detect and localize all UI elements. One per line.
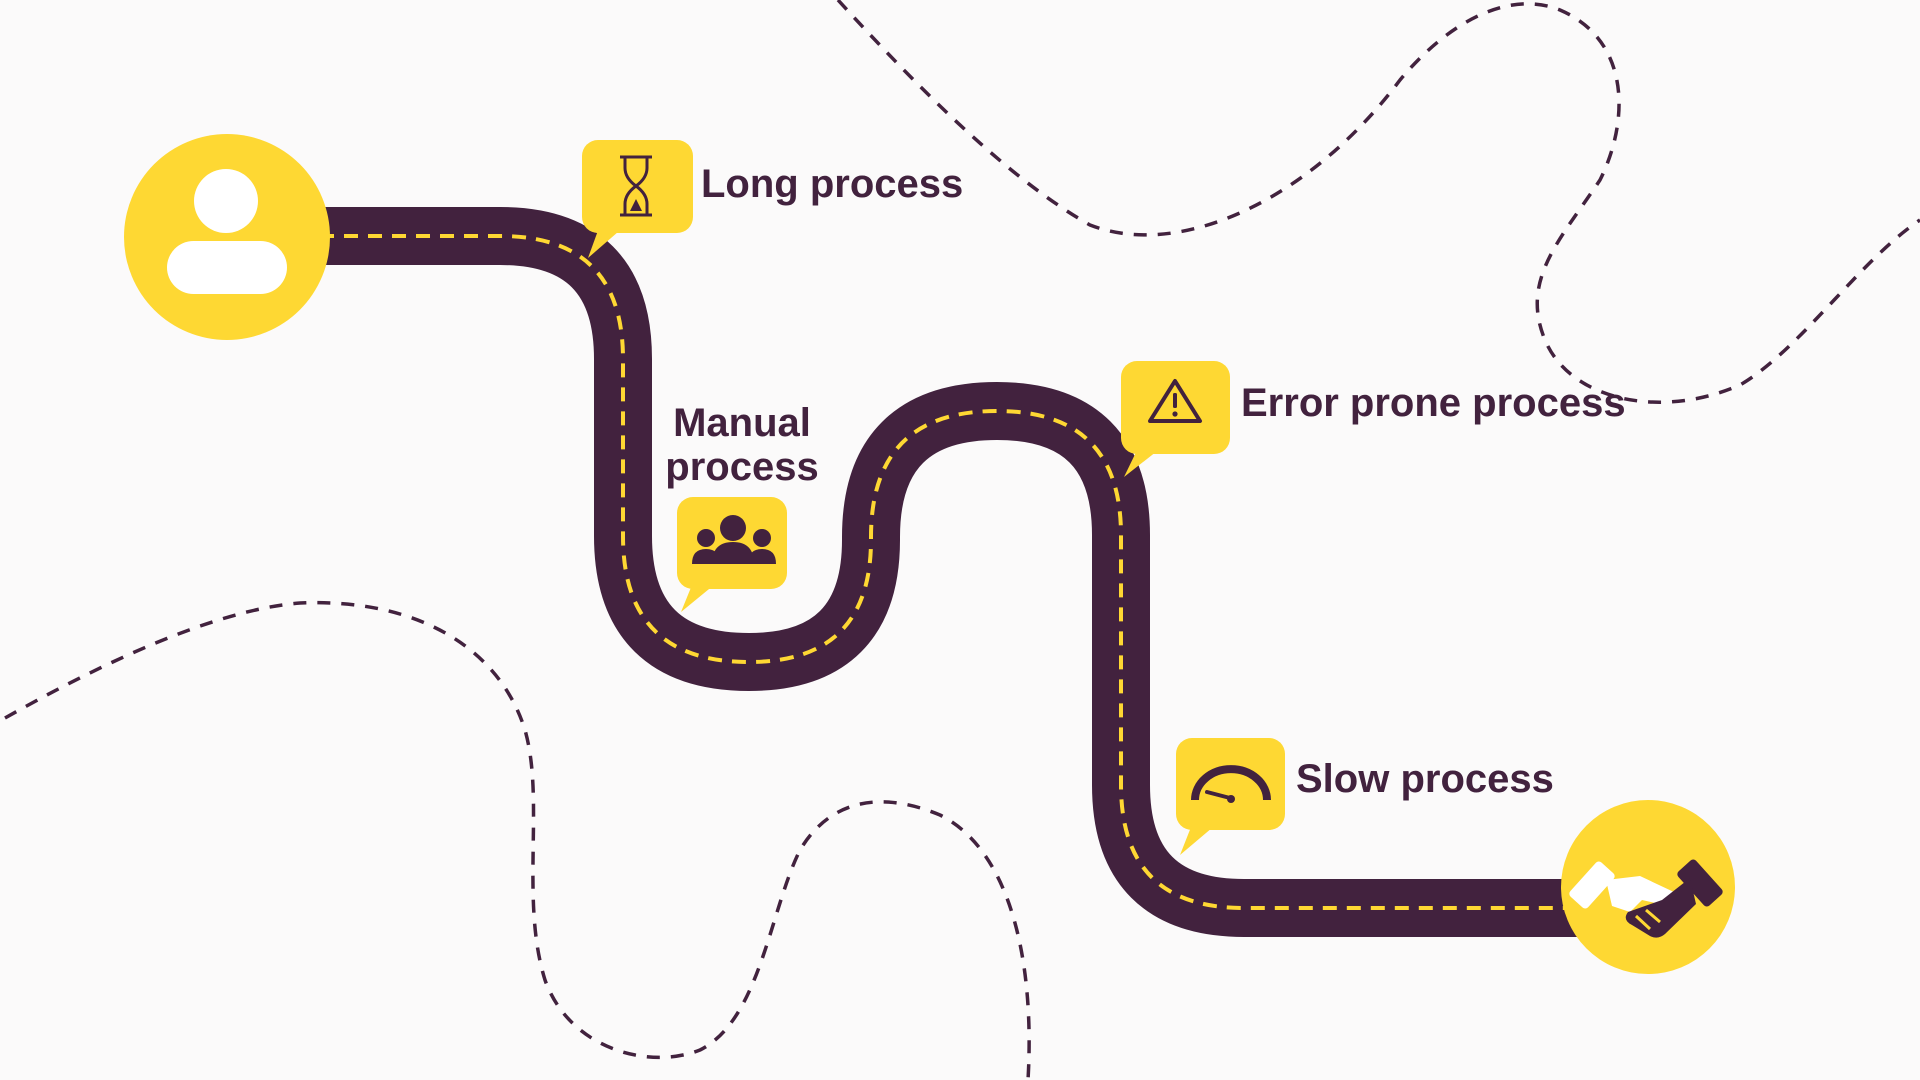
step-label: Error prone process <box>1241 381 1626 425</box>
end-node <box>1561 800 1735 974</box>
hourglass-icon <box>620 155 652 217</box>
warning-icon <box>1148 379 1202 423</box>
step-label-line: Manual <box>673 401 811 445</box>
start-node-circle <box>124 134 330 340</box>
decorative-dashed-lines <box>4 0 1920 1080</box>
dashed-curve-bottom <box>4 600 1031 1080</box>
person-icon <box>167 169 287 294</box>
dashed-curve-top <box>836 0 1920 404</box>
start-node <box>124 134 330 340</box>
speedometer-icon <box>1191 765 1271 803</box>
step-long-process: Long process <box>582 140 963 258</box>
step-label: Slow process <box>1296 757 1554 801</box>
step-label-line: process <box>665 445 818 489</box>
step-error-prone-process: Error prone process <box>1121 361 1626 477</box>
speech-bubble <box>1176 738 1285 855</box>
step-label: Long process <box>701 162 963 206</box>
people-icon <box>692 515 776 564</box>
road-body <box>320 207 1590 937</box>
road-center-line <box>320 234 1590 910</box>
step-slow-process: Slow process <box>1176 738 1554 855</box>
handshake-icon <box>1569 859 1723 938</box>
road <box>320 207 1590 937</box>
